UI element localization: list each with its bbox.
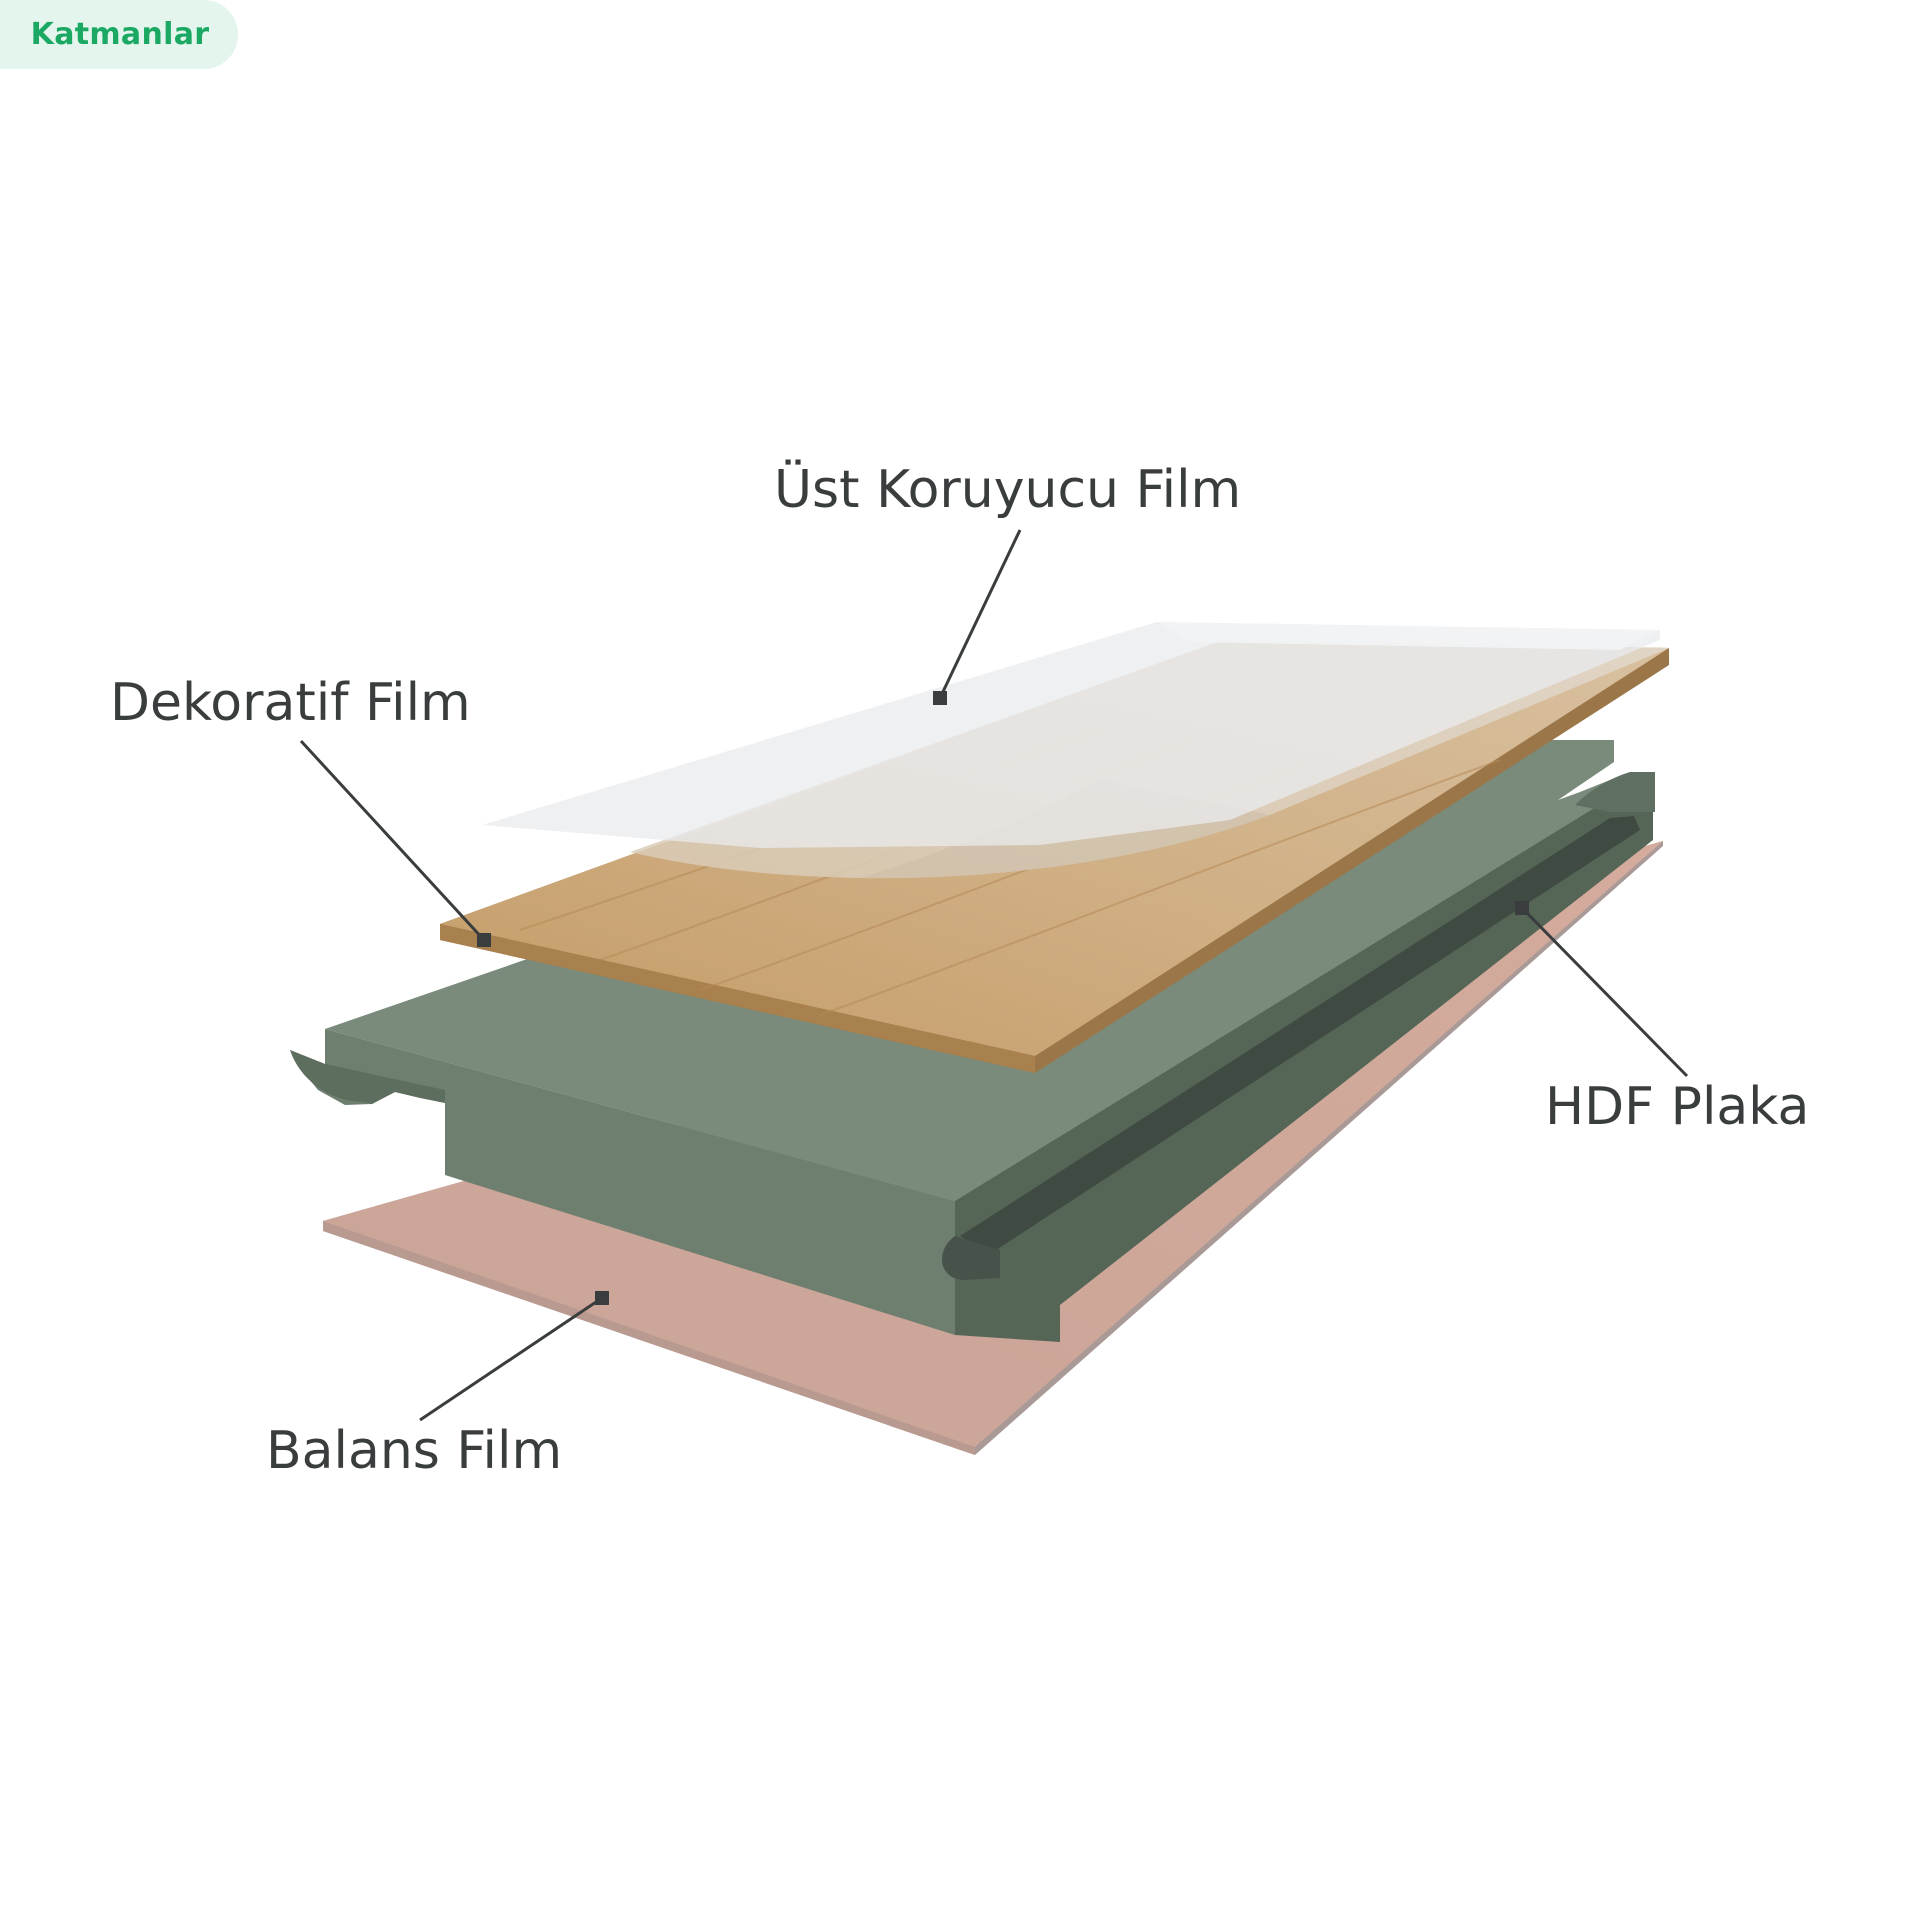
label-hdf-board: HDF Plaka — [1545, 1077, 1810, 1137]
leader-lines — [299, 529, 1689, 1422]
marker-balance — [595, 1291, 609, 1305]
label-top-protective-film: Üst Koruyucu Film — [774, 460, 1242, 520]
leader-markers — [477, 691, 1529, 1305]
leader-line-hdf — [1520, 906, 1689, 1078]
marker-top — [933, 691, 947, 705]
leader-line-top — [938, 529, 1022, 699]
top-protective-film-layer — [482, 622, 1660, 848]
marker-deco — [477, 933, 491, 947]
leader-line-deco — [299, 739, 486, 942]
label-balance-film: Balans Film — [266, 1421, 563, 1481]
marker-hdf — [1515, 901, 1529, 915]
badge-label: Katmanlar — [30, 17, 210, 52]
leader-line-balance — [419, 1296, 603, 1422]
layers-badge: Katmanlar — [0, 0, 238, 69]
label-decorative-film: Dekoratif Film — [110, 673, 471, 733]
